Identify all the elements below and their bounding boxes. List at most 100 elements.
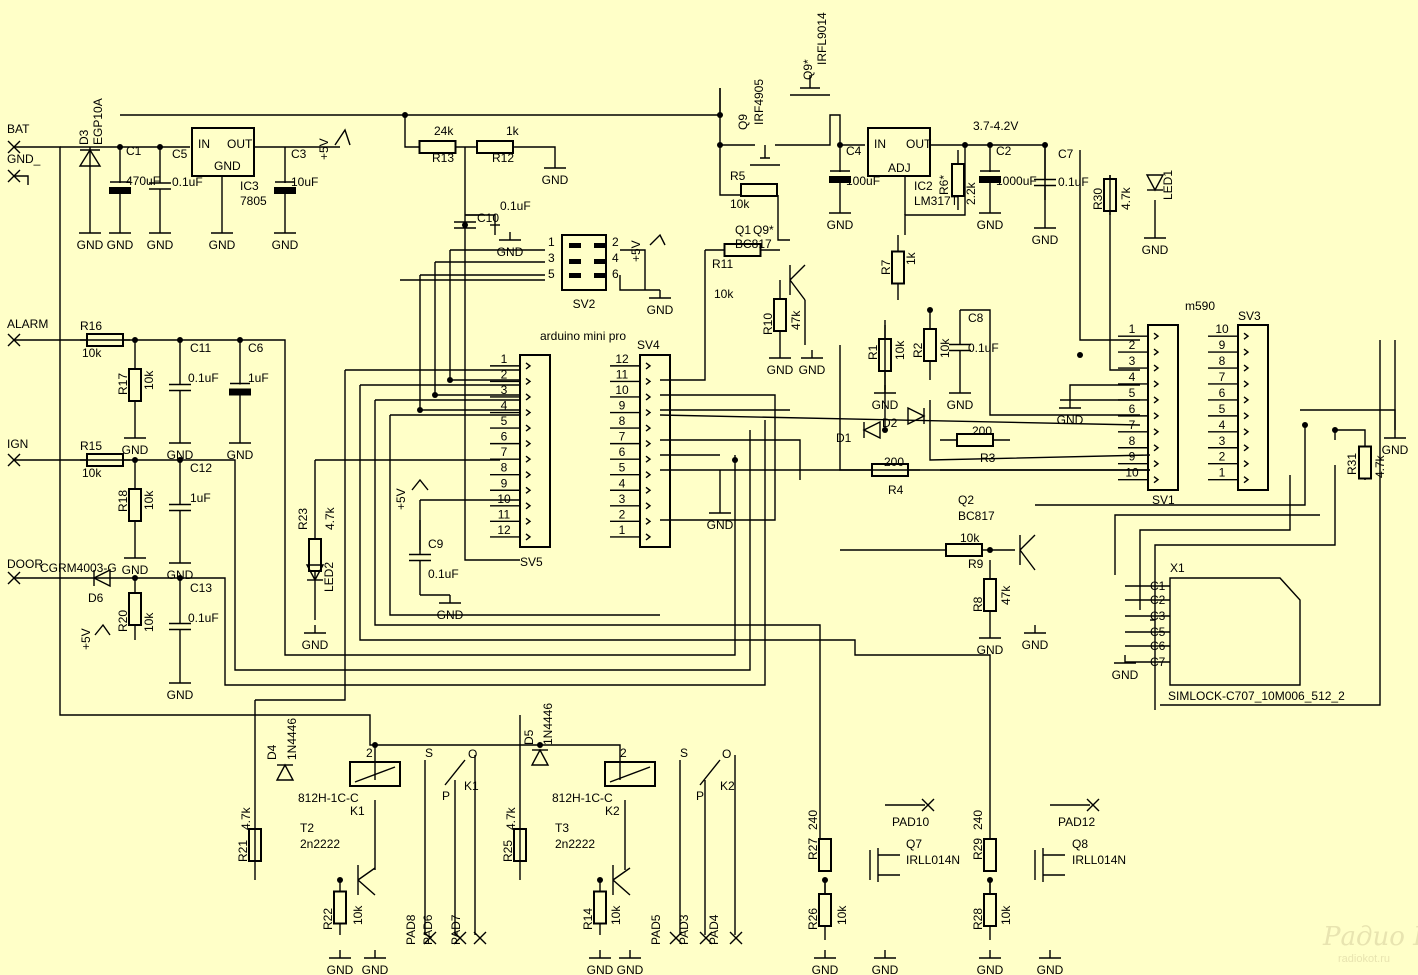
cap-value: 100uF [846, 174, 880, 188]
resistor-value: 4.7k [1119, 186, 1133, 210]
diode-d4 [275, 763, 295, 781]
pin-number: 6 [619, 445, 626, 459]
semi-name: T3 [555, 821, 569, 835]
pin-mark [1153, 460, 1160, 468]
wire [1069, 384, 1140, 400]
wire [960, 309, 1140, 416]
resistor-body [308, 538, 322, 572]
resistor-name: R23 [296, 508, 310, 530]
pin-number: 2 [619, 507, 626, 521]
pin-mark [525, 393, 532, 401]
pin-mark [1243, 348, 1250, 356]
cap-value: 0.1uF [1058, 175, 1089, 189]
ground-label: GND [812, 963, 839, 975]
connector-label: SV5 [520, 555, 543, 569]
resistor-body [773, 298, 787, 332]
resistor-value: 240 [971, 810, 985, 830]
resistor-body [818, 838, 832, 872]
resistor-body [723, 243, 762, 257]
pad-label: PAD10 [892, 815, 929, 829]
resistor-value: 200 [972, 424, 992, 438]
relay-value: 812H-1C-C [552, 791, 613, 805]
cap-plate-neg [979, 176, 1001, 183]
relay-pin: S [425, 746, 433, 760]
cap-value: 10uF [291, 175, 318, 189]
resistor-value: 10k [835, 905, 849, 925]
resistor-name: R20 [116, 610, 130, 632]
resistor-name: R9 [968, 557, 984, 571]
wire [660, 439, 801, 480]
sv2-pin [569, 273, 581, 278]
resistor-value: 10k [142, 370, 156, 390]
sim-holder-x1 [1169, 577, 1301, 686]
resistor-body [128, 592, 142, 626]
diode-d2 [907, 406, 926, 426]
pin-mark [1243, 444, 1250, 452]
resistor-body [951, 163, 965, 197]
resistor-body [878, 338, 892, 372]
pin-mark [645, 533, 652, 541]
pad-label: PAD4 [707, 914, 721, 945]
semi-name: Q9* [753, 223, 774, 237]
mosfet-q8 [1034, 848, 1065, 882]
bat-rail [15, 146, 540, 746]
pin-number: 1 [619, 523, 626, 537]
cap-name: C1 [126, 144, 142, 158]
pin-mark [525, 533, 532, 541]
ground-label: GND [122, 443, 149, 457]
resistor-body [128, 488, 142, 522]
junction-dot [1332, 427, 1338, 433]
resistor-name: R26 [806, 908, 820, 930]
resistor-name: R10 [761, 313, 775, 335]
pin-number: 5 [501, 414, 508, 428]
pin-number: 12 [497, 523, 511, 537]
wire [15, 420, 766, 686]
resistor-value: 10k [893, 340, 907, 360]
semi-value: IRLL014N [1072, 853, 1126, 867]
cap-name: C12 [190, 461, 212, 475]
pin-mark [525, 455, 532, 463]
ground-label: GND [167, 448, 194, 462]
relay-coil-k2 [604, 761, 656, 787]
relay-name: K1 [464, 779, 479, 793]
wire [620, 249, 646, 290]
wire [660, 250, 706, 381]
sv2-pin [569, 259, 581, 264]
diode-d5 [530, 748, 550, 766]
pin-number: 11 [498, 507, 511, 521]
pin-mark [645, 440, 652, 448]
connector-label: SV4 [637, 338, 660, 352]
wire [1154, 465, 1336, 710]
junction-dot [962, 142, 968, 148]
resistor-value: 200 [884, 455, 904, 469]
resistor-body [956, 433, 994, 447]
cap-value: 0.1uF [172, 175, 203, 189]
connector-label: SV1 [1152, 493, 1175, 507]
resistor-value: 10k [938, 338, 952, 358]
transistor-t3 [612, 865, 631, 896]
wire [609, 766, 651, 783]
resistor-body [983, 893, 997, 927]
pin-mark [645, 377, 652, 385]
diode-name: D3 [77, 129, 91, 145]
resistor-name: R28 [971, 908, 985, 930]
transistor-q2 [1019, 534, 1036, 571]
terminal-label: DOOR [7, 557, 43, 571]
pad-cross [729, 931, 743, 945]
rail-label: +5V [79, 628, 93, 650]
connector-label: SV3 [1238, 309, 1261, 323]
resistor-name: R1 [866, 344, 880, 360]
wire [354, 766, 396, 783]
connector-label: SV2 [573, 297, 596, 311]
pad-cross [699, 931, 713, 945]
junction-dot [372, 742, 378, 748]
pin-mark [525, 440, 532, 448]
sv2-pin [594, 259, 606, 264]
pin-number: 6 [501, 430, 508, 444]
sim-value: SIMLOCK-C707_10M006_512_2 [1168, 689, 1345, 703]
resistor-body [513, 828, 527, 862]
pin-mark [645, 502, 652, 510]
junction-dot [717, 112, 723, 118]
ground-label: GND [327, 963, 354, 975]
